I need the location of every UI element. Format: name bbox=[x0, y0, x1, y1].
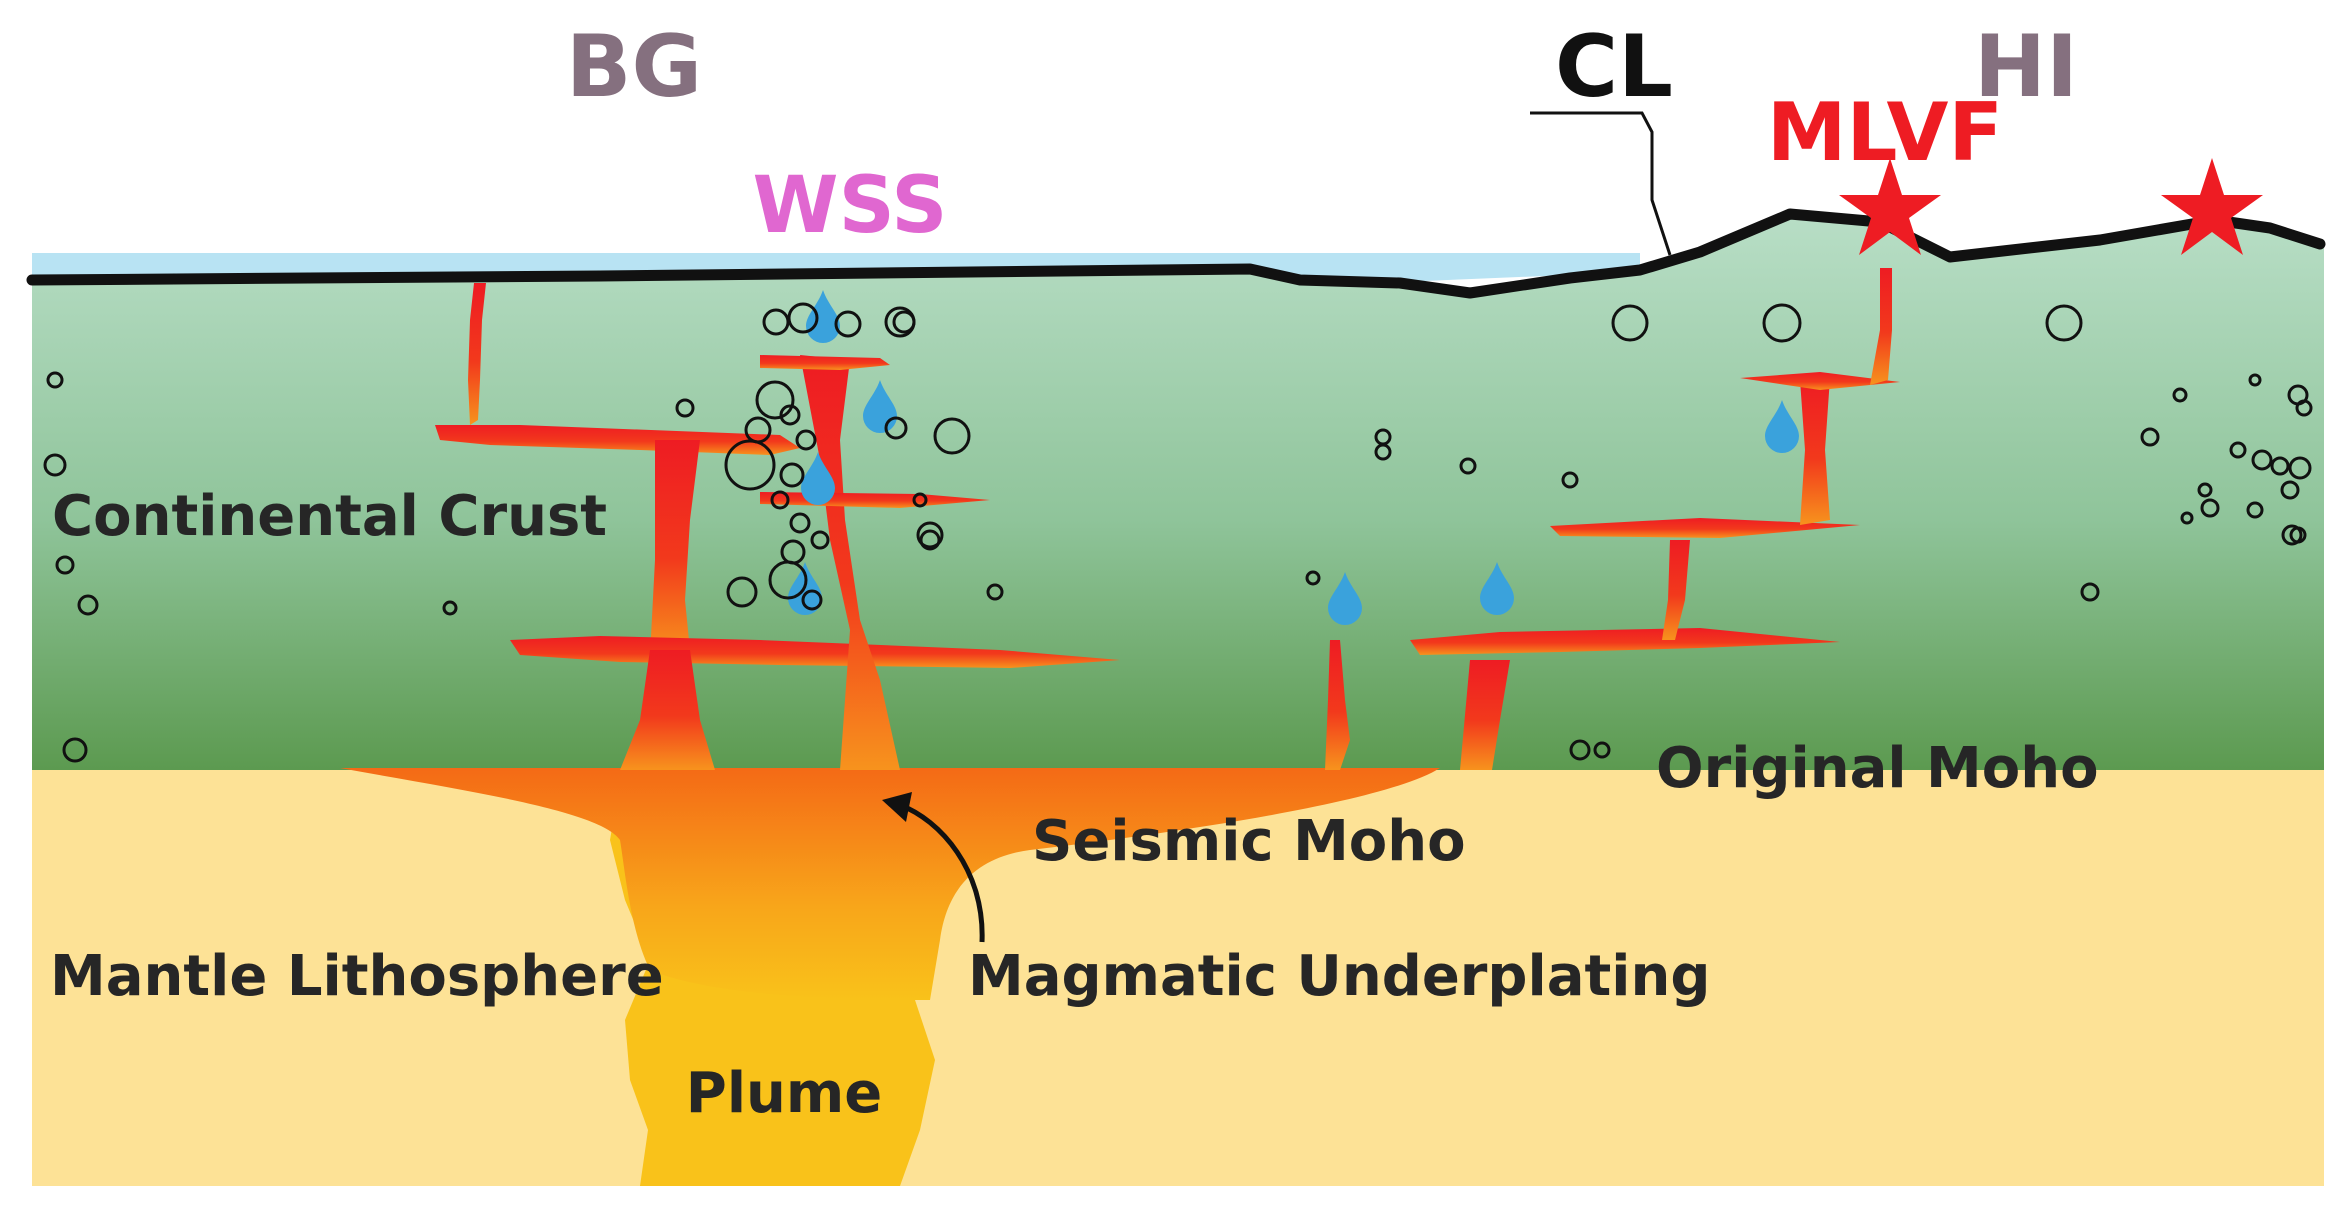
seismic-moho-label: Seismic Moho bbox=[1032, 809, 1466, 874]
surface-topography-line bbox=[26, 208, 2326, 299]
magmatic-underplating-body bbox=[340, 768, 1440, 1000]
mantle-lithosphere-layer bbox=[32, 770, 2324, 1186]
arrow-head-icon bbox=[882, 792, 912, 822]
wss-label: WSS bbox=[753, 161, 948, 251]
volcano-star-icon bbox=[2161, 158, 2263, 255]
mlvf-volcano-star-icon bbox=[1839, 158, 1941, 255]
cl-region-label: CL bbox=[1555, 17, 1673, 117]
water-drop-icon bbox=[1765, 400, 1799, 453]
magma-dikes-and-sills bbox=[435, 268, 1900, 770]
water-drop-icon bbox=[1480, 562, 1514, 615]
cl-leader-line bbox=[1530, 111, 1672, 256]
original-moho-label: Original Moho bbox=[1656, 736, 2099, 801]
water-drop-icon bbox=[801, 452, 835, 505]
mlvf-label: MLVF bbox=[1767, 86, 2003, 179]
underplating-arrow bbox=[899, 802, 985, 943]
hi-region-label: HI bbox=[1974, 17, 2078, 117]
bg-region-label: BG bbox=[566, 17, 702, 117]
water-drop-icon bbox=[1328, 572, 1362, 625]
mantle-lithosphere-label: Mantle Lithosphere bbox=[50, 944, 664, 1009]
continental-crust-label: Continental Crust bbox=[52, 484, 607, 549]
bubbles bbox=[43, 302, 2313, 763]
water-drop-icon bbox=[806, 290, 840, 343]
magmatic-underplating-label: Magmatic Underplating bbox=[968, 944, 1710, 1009]
continental-crust-layer bbox=[32, 214, 2324, 770]
plume-label: Plume bbox=[686, 1061, 882, 1126]
